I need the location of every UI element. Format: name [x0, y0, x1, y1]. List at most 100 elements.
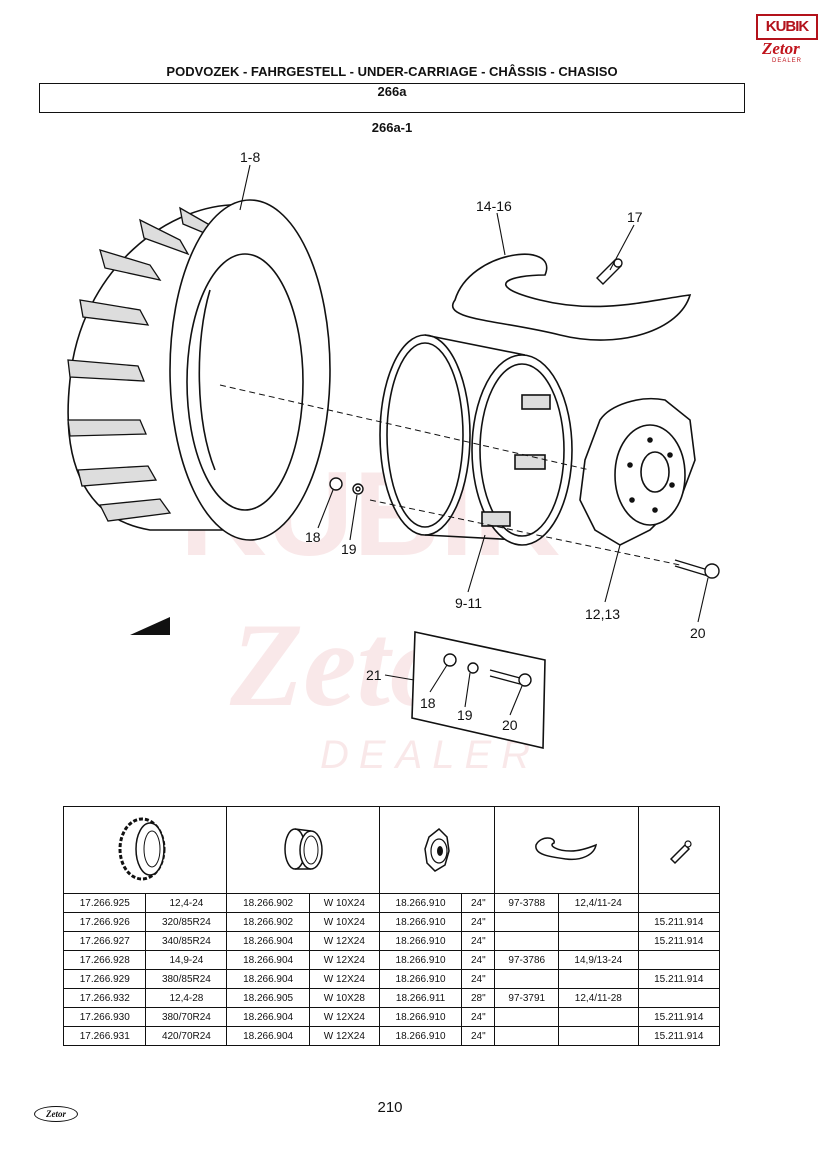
table-cell: 18.266.904: [226, 1026, 310, 1046]
axis-lines: [219, 384, 681, 566]
table-cell: 17.266.930: [62, 1007, 147, 1027]
table-cell: 97-3788: [494, 893, 560, 913]
table-cell: 15.211.914: [637, 1007, 721, 1027]
table-cell: W 10X24: [308, 912, 380, 932]
valve-icon: [669, 839, 692, 864]
table-icon-row: [62, 806, 721, 894]
table-cell: 15.211.914: [637, 931, 721, 951]
callout-kit-19: 19: [457, 707, 473, 723]
table-cell: 18.266.910: [378, 931, 463, 951]
exploded-drawing: KUBIK Zetor DEALER: [67, 149, 720, 777]
callout-9-11: 9-11: [455, 595, 482, 611]
table-cell: 24": [461, 950, 496, 970]
table-cell: 18.266.910: [378, 950, 463, 970]
callout-20: 20: [690, 625, 706, 641]
zetor-wordmark: Zetor: [762, 39, 800, 58]
table-cell: [558, 912, 639, 932]
table-cell: 17.266.928: [62, 950, 147, 970]
table-cell: 18.266.902: [226, 893, 310, 913]
table-cell: 97-3786: [494, 950, 560, 970]
table-cell: 15.211.914: [637, 912, 721, 932]
table-cell: [558, 969, 639, 989]
tube-icon-cell: [494, 806, 639, 894]
table-cell: [494, 969, 560, 989]
table-cell: 380/70R24: [145, 1007, 228, 1027]
table-cell: W 10X24: [308, 893, 380, 913]
rim-drawing: [379, 334, 573, 546]
table-cell: [494, 1026, 560, 1046]
table-cell: 320/85R24: [145, 912, 228, 932]
table-cell: [558, 931, 639, 951]
callout-1-8: 1-8: [240, 149, 260, 165]
dealer-wordmark: DEALER: [772, 58, 803, 64]
disc-icon-cell: [378, 806, 496, 894]
table-cell: 18.266.902: [226, 912, 310, 932]
table-cell: 17.266.931: [62, 1026, 147, 1046]
table-cell: 15.211.914: [637, 969, 721, 989]
table-cell: 24": [461, 931, 496, 951]
table-cell: W 10X28: [308, 988, 380, 1008]
table-cell: 17.266.925: [62, 893, 147, 913]
callout-12-13: 12,13: [585, 606, 620, 622]
table-cell: W 12X24: [308, 1026, 380, 1046]
table-cell: [637, 950, 721, 970]
table-cell: 24": [461, 969, 496, 989]
table-cell: 18.266.910: [378, 893, 463, 913]
table-cell: 12,4/11-28: [558, 988, 639, 1008]
table-cell: 28": [461, 988, 496, 1008]
nut-washer-drawing: [329, 477, 364, 495]
table-cell: 420/70R24: [145, 1026, 228, 1046]
table-cell: 24": [461, 912, 496, 932]
table-cell: W 12X24: [308, 969, 380, 989]
table-cell: [637, 988, 721, 1008]
disc-icon: [424, 827, 450, 872]
table-cell: 18.266.904: [226, 931, 310, 951]
callout-21: 21: [366, 667, 382, 683]
table-cell: W 12X24: [308, 1007, 380, 1027]
tire-drawing: [67, 199, 331, 541]
table-cell: 340/85R24: [145, 931, 228, 951]
rim-icon: [284, 827, 323, 870]
table-cell: 24": [461, 1007, 496, 1027]
bolt-drawing: [674, 559, 720, 579]
table-cell: 15.211.914: [637, 1026, 721, 1046]
tube-icon: [535, 836, 598, 860]
callout-kit-20: 20: [502, 717, 518, 733]
callout-14-16: 14-16: [476, 198, 512, 214]
table-cell: 18.266.905: [226, 988, 310, 1008]
table-cell: 17.266.927: [62, 931, 147, 951]
table-cell: 18.266.904: [226, 969, 310, 989]
table-cell: 12,4-28: [145, 988, 228, 1008]
table-cell: 18.266.911: [378, 988, 463, 1008]
table-cell: 12,4-24: [145, 893, 228, 913]
callout-18: 18: [305, 529, 321, 545]
table-cell: [558, 1007, 639, 1027]
valve-icon-cell: [637, 806, 721, 894]
direction-arrow: [130, 617, 170, 635]
callout-kit-18: 18: [420, 695, 436, 711]
disc-drawing: [579, 397, 696, 546]
callout-19: 19: [341, 541, 357, 557]
table-cell: 24": [461, 1026, 496, 1046]
table-cell: [494, 1007, 560, 1027]
leader-lines: [239, 164, 709, 716]
page-number: 210: [377, 1099, 403, 1116]
callout-17: 17: [627, 209, 643, 225]
table-cell: 18.266.910: [378, 1026, 463, 1046]
table-cell: 14,9/13-24: [558, 950, 639, 970]
table-cell: 24": [461, 893, 496, 913]
table-cell: [637, 893, 721, 913]
table-cell: 18.266.910: [378, 912, 463, 932]
valve-drawing: [596, 258, 623, 285]
table-cell: 17.266.929: [62, 969, 147, 989]
subgroup-title: 266a-1: [371, 120, 413, 135]
table-cell: W 12X24: [308, 931, 380, 951]
table-cell: 18.266.910: [378, 1007, 463, 1027]
table-cell: W 12X24: [308, 950, 380, 970]
